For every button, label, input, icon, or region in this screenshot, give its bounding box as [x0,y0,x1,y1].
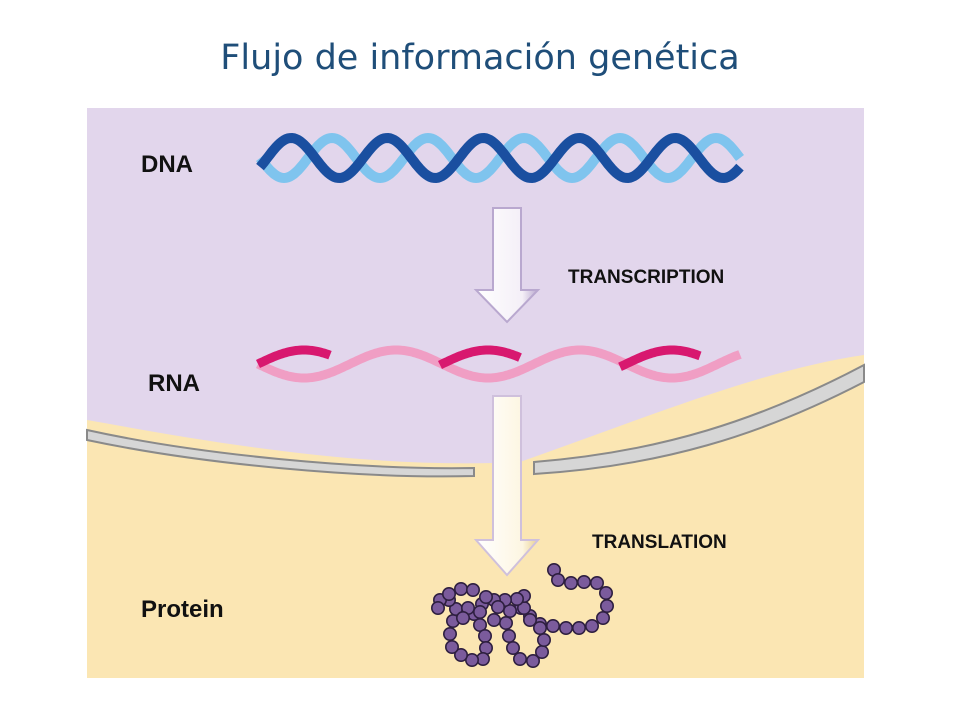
dna-double-helix [256,132,744,184]
nuclear-membrane-right [533,363,865,476]
protein-bead [465,582,480,597]
nuclear-membrane-left [86,428,475,478]
protein-bead [430,600,445,615]
translation-arrow [473,395,541,577]
protein-bead [509,591,524,606]
protein-bead [550,572,565,587]
protein-bead [558,620,573,635]
protein-bead [571,620,586,635]
dna-label: DNA [141,151,193,178]
protein-bead [486,612,501,627]
protein-bead [599,598,614,613]
protein-bead [525,653,540,668]
protein-bead [501,628,516,643]
protein-bead [442,626,457,641]
protein-bead [545,618,560,633]
slide-title: Flujo de información genética [220,38,740,78]
protein-bead [598,585,613,600]
rna-label: RNA [148,370,200,397]
protein-bead [532,620,547,635]
protein-bead [589,575,604,590]
protein-bead [595,610,610,625]
transcription-arrow [473,207,541,324]
protein-bead [477,628,492,643]
protein-bead [453,581,468,596]
protein-bead [441,586,456,601]
protein-bead [472,604,487,619]
protein-bead [478,589,493,604]
protein-bead [576,574,591,589]
protein-bead [522,612,537,627]
protein-bead [453,647,468,662]
protein-bead [490,599,505,614]
protein-bead [512,651,527,666]
protein-bead [584,618,599,633]
transcription-label: TRANSCRIPTION [568,267,724,288]
protein-bead [455,610,470,625]
protein-label: Protein [141,596,224,623]
rna-strand [255,345,742,383]
protein-bead [563,575,578,590]
protein-bead [444,639,459,654]
protein-chain [430,562,614,668]
protein-bead [534,644,549,659]
protein-bead [498,615,513,630]
translation-label: TRANSLATION [592,532,727,553]
protein-bead [536,632,551,647]
protein-bead [505,640,520,655]
